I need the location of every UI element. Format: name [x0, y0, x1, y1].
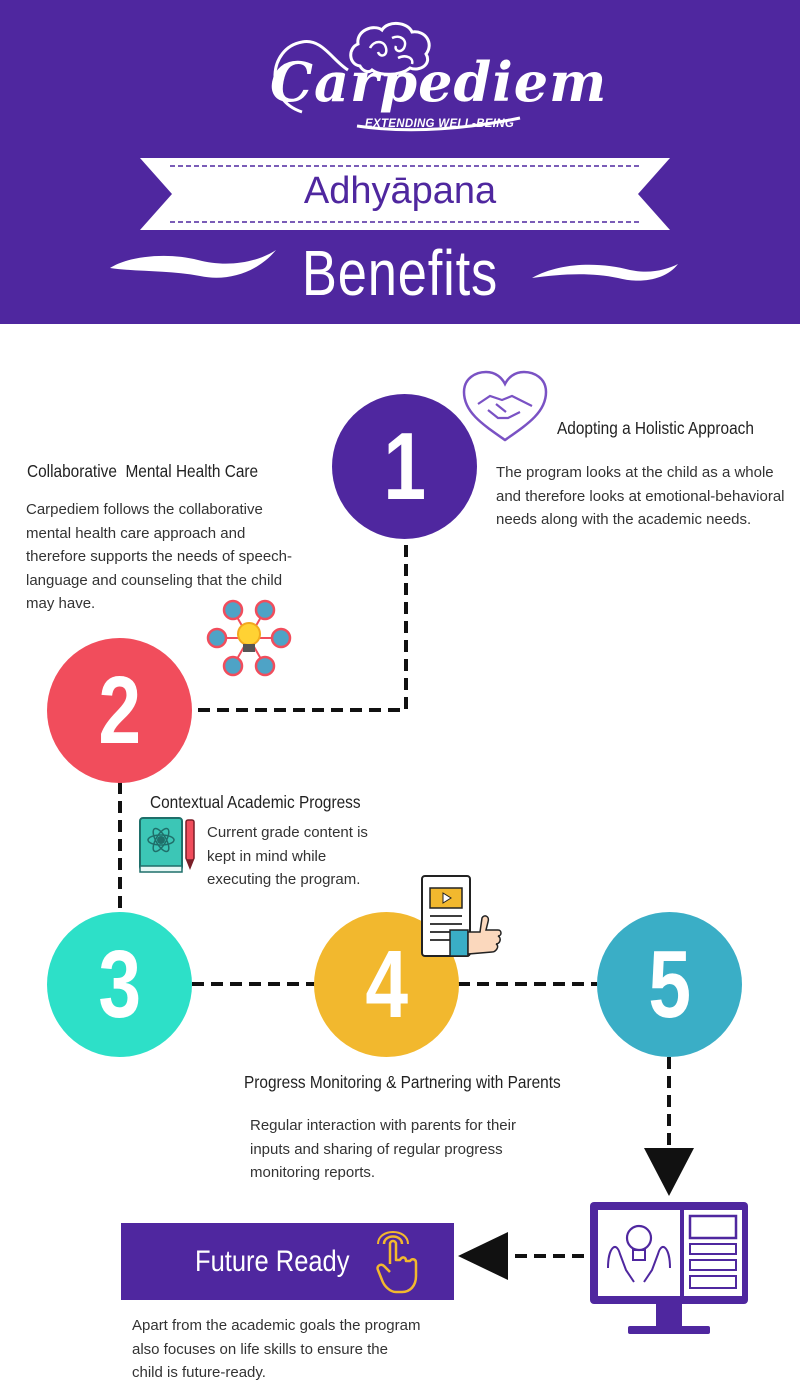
benefit-3-title: Contextual Academic Progress	[150, 792, 361, 812]
finger-tap-icon	[376, 1231, 418, 1294]
future-ready-banner	[121, 1223, 454, 1300]
future-ready-description: Apart from the academic goals the progra…	[132, 1317, 421, 1381]
future-ready-title: Future Ready	[195, 1245, 350, 1278]
benefit-5-circle: 5	[597, 912, 742, 1057]
banner-title: Adhyāpana	[303, 170, 497, 212]
benefit-4-title: Progress Monitoring & Partnering with Pa…	[244, 1072, 561, 1092]
benefit-1-circle: 1	[332, 394, 477, 539]
benefit-1-title: Adopting a Holistic Approach	[557, 418, 754, 438]
report-thumbs-up-icon	[421, 875, 502, 957]
monitor-lightbulb-icon	[590, 1202, 748, 1334]
handshake-heart-icon	[462, 370, 548, 442]
benefit-3-circle: 3	[47, 912, 192, 1057]
ribbon-banner	[140, 158, 670, 230]
benefit-1-description: The program looks at the child as a whol…	[496, 464, 785, 528]
benefit-2-title: Collaborative Mental Health Care	[27, 461, 259, 481]
lightbulb-network-icon	[206, 599, 292, 677]
brain-logo-icon	[349, 22, 431, 76]
left-brush-stroke	[110, 250, 276, 278]
page-title: Benefits	[301, 237, 499, 309]
benefit-2-circle: 2	[47, 638, 192, 783]
benefit-2-description: Carpediem follows the collaborative ment…	[26, 501, 293, 612]
logo-swoosh	[273, 40, 521, 132]
benefit-4-description: Regular interaction with parents for the…	[250, 1117, 516, 1181]
right-brush-stroke	[532, 264, 678, 281]
logo-tagline: EXTENDING WELL-BEING	[365, 118, 515, 130]
benefit-3-description: Current grade content is kept in mind wh…	[207, 824, 368, 888]
science-book-icon	[139, 817, 195, 873]
